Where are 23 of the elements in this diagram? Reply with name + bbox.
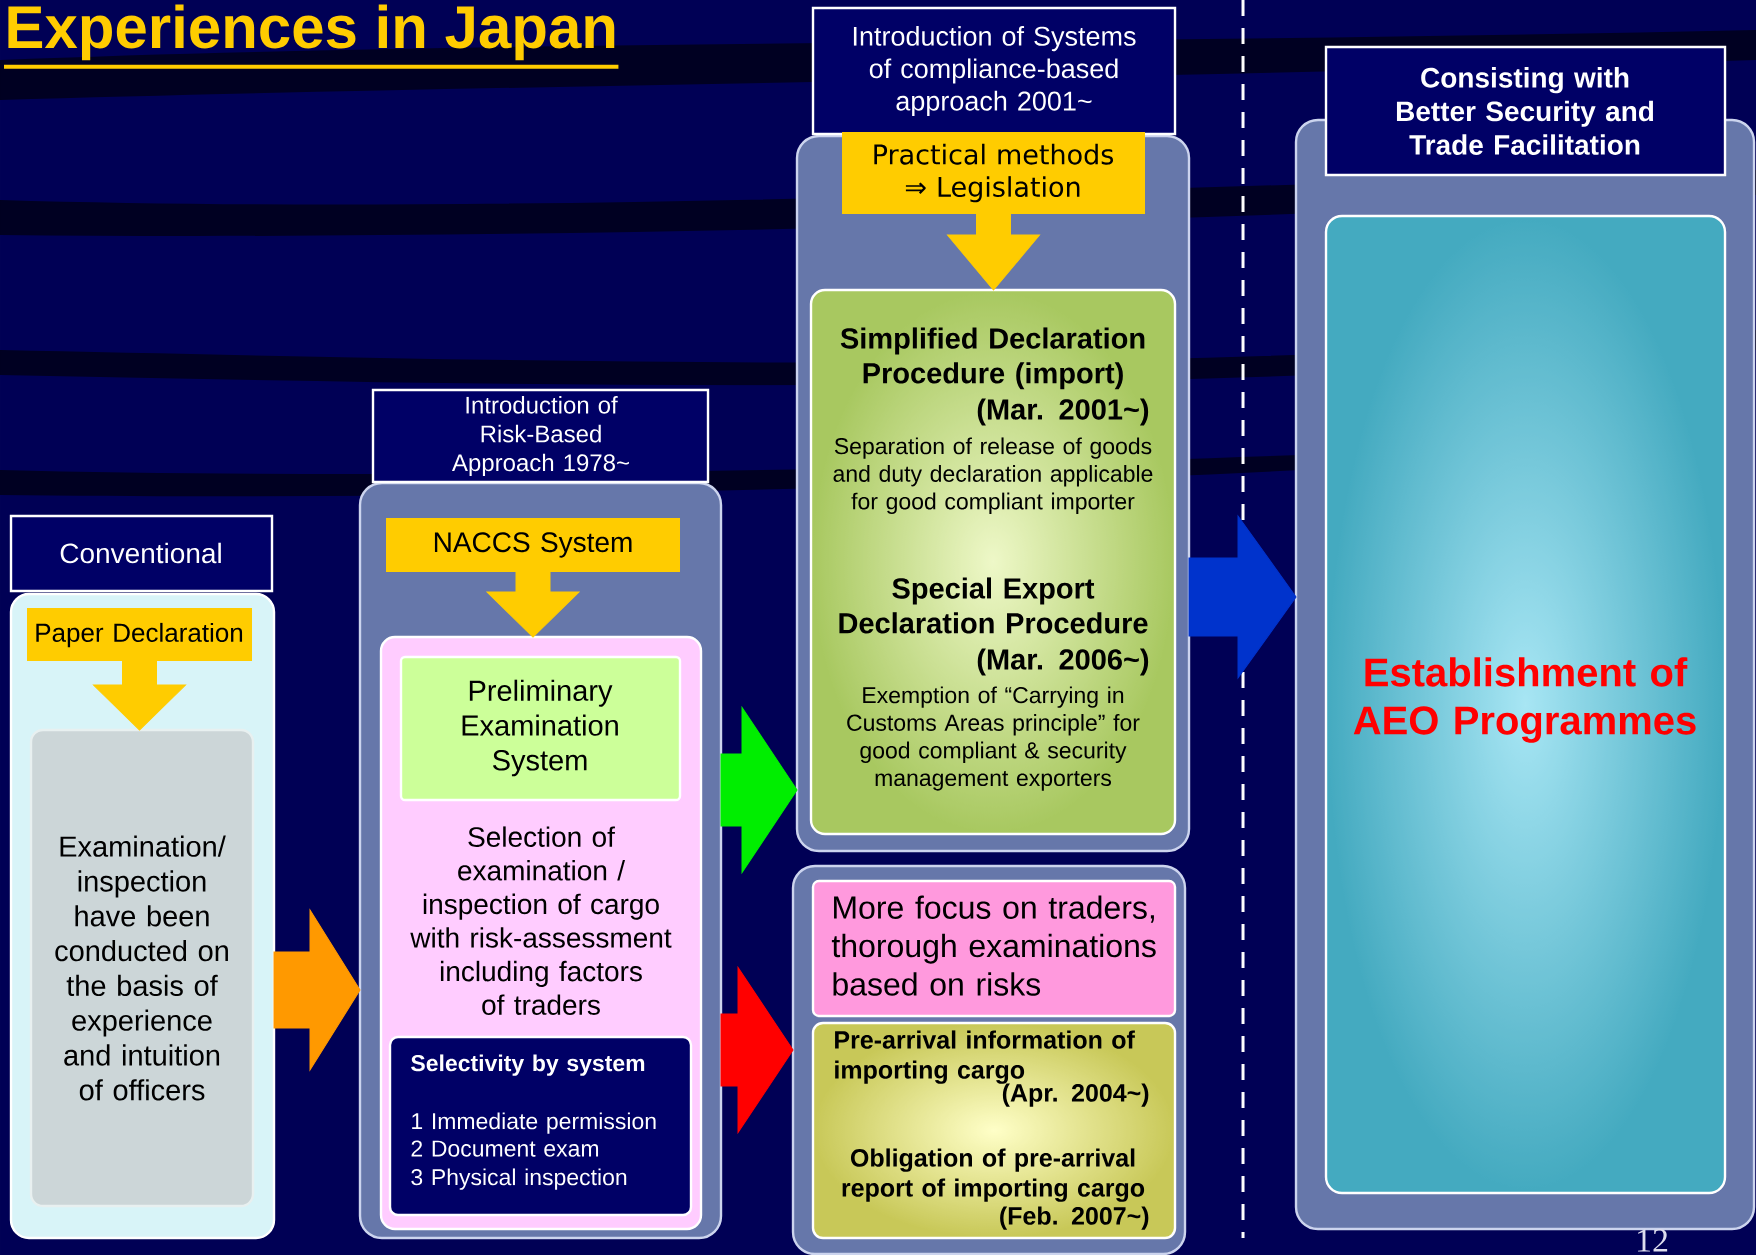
banner-box: Paper Declaration <box>27 608 252 661</box>
heading-box: Conventional <box>9 514 274 593</box>
block-arrow <box>93 660 186 731</box>
info-box: Preliminary Examination System <box>399 655 682 802</box>
page-number: 12 <box>1638 1229 1668 1252</box>
heading-box: Introduction of Risk-Based Approach 1978~ <box>371 388 710 484</box>
block-arrow <box>273 909 361 1071</box>
title: Experiences in Japan <box>4 4 619 69</box>
block-arrow <box>720 967 794 1133</box>
info-box: Simplified Declaration Procedure (import) (Mar. 2001~) Separation of release of goods and duty declaration applicable for good compliant importer Special Export Declaration Procedure (Mar. 2006~) Exemption of “Carrying in Customs Areas principle” for good compliant & security management exporters <box>809 288 1177 836</box>
block-arrow <box>947 213 1040 291</box>
info-box: Examination/ inspection have been conducted on the basis of experience and intuition of officers <box>29 728 255 1208</box>
heading-box: Introduction of Systems of compliance-based approach 2001~ <box>811 6 1177 136</box>
banner-box: Practical methods ⇒ Legislation <box>842 132 1145 214</box>
banner-box: NACCS System <box>386 518 680 572</box>
highlight-box: Establishment of AEO Programmes <box>1324 214 1727 1195</box>
block-arrow <box>486 571 580 638</box>
block-arrow <box>720 707 798 873</box>
info-box: More focus on traders, thorough examinations based on risks <box>811 879 1177 1018</box>
heading-box: Consisting with Better Security and Trade Facilitation <box>1324 45 1727 177</box>
info-box: Selectivity by system 1 Immediate permission 2 Document exam 3 Physical inspection <box>388 1035 693 1217</box>
info-box: Pre-arrival information of importing cargo (Apr. 2004~) Obligation of pre-arrival report of importing cargo (Feb. 2007~) <box>811 1021 1177 1240</box>
block-arrow <box>1188 515 1297 679</box>
